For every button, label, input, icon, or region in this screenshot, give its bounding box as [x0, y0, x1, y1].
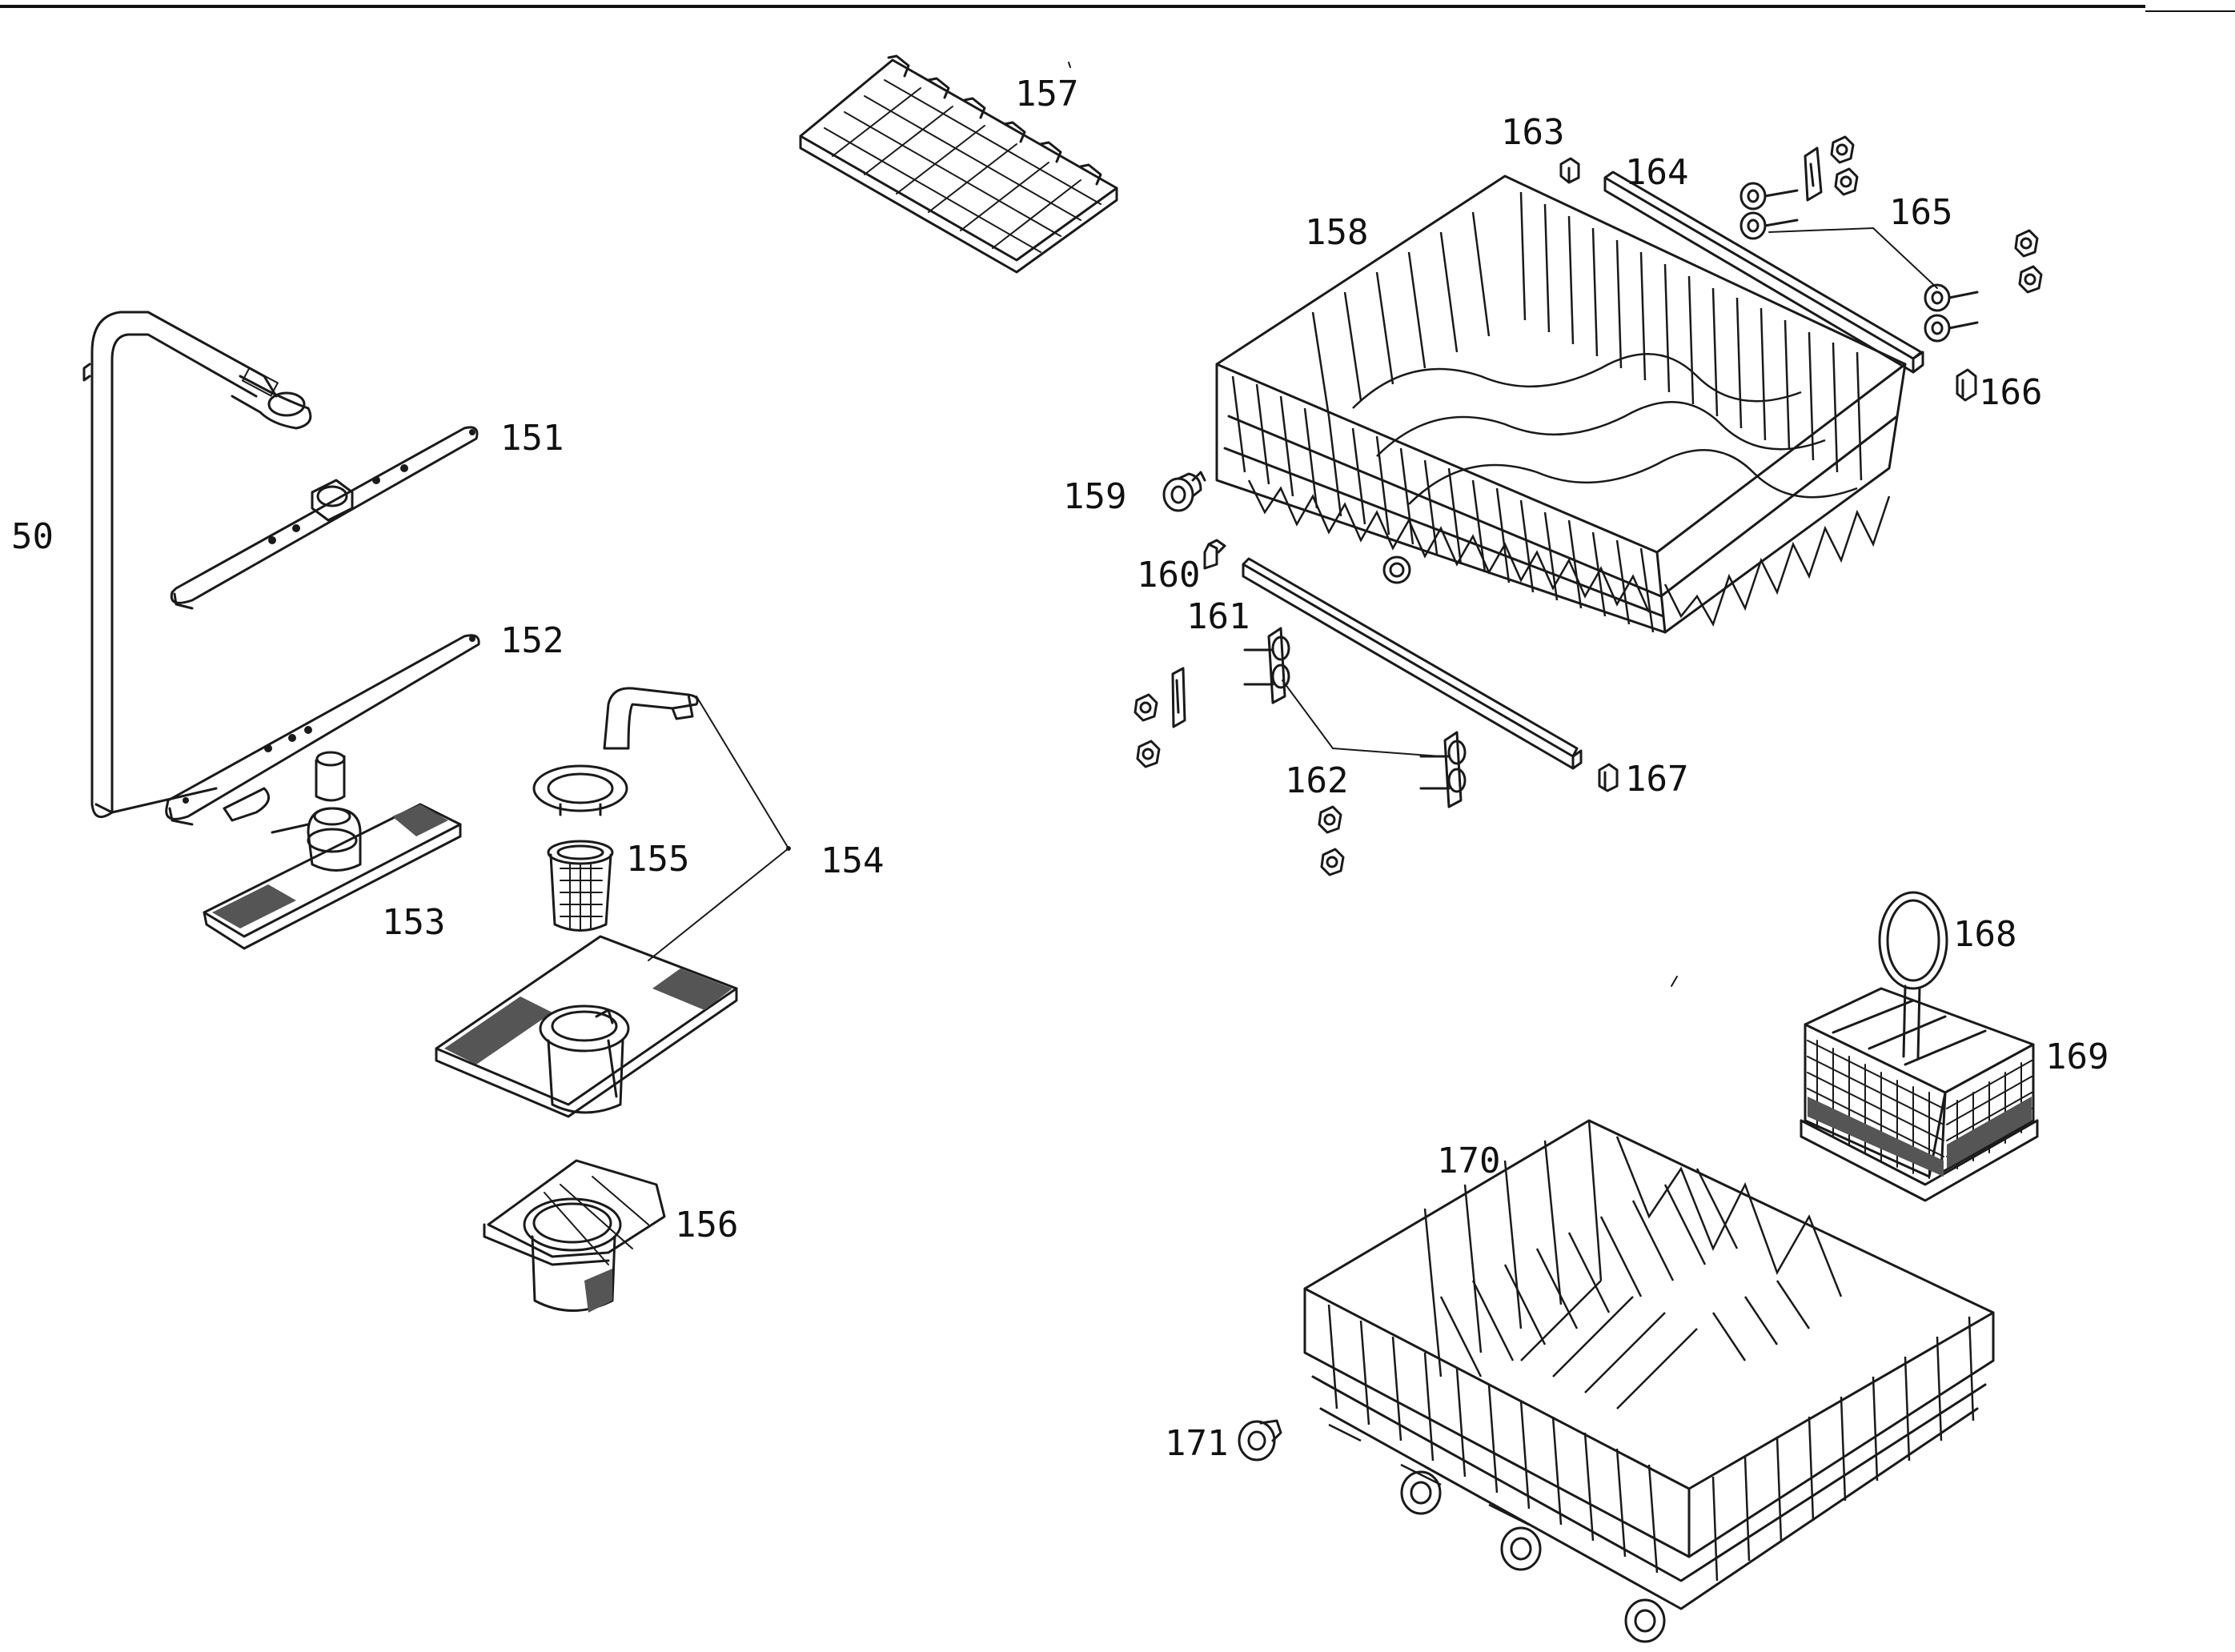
spray-arm-support-icon	[203, 803, 462, 950]
part-label-162: 162	[1285, 760, 1348, 801]
part-label-161: 161	[1186, 596, 1250, 637]
stray-mark	[1068, 62, 1071, 68]
filter-assembly-icon	[435, 687, 738, 1118]
part-label-164: 164	[1625, 152, 1688, 193]
part-label-168: 168	[1953, 914, 2016, 955]
rail-icon	[1242, 557, 1583, 770]
cutlery-basket-icon	[1800, 987, 2039, 1202]
micro-filter-icon	[547, 840, 614, 932]
clip-icon	[1203, 539, 1226, 570]
end-cap-icon	[1559, 157, 1580, 184]
wheel-icon	[1238, 1419, 1666, 1643]
end-stop-icon	[1598, 763, 1619, 792]
part-label-165: 165	[1889, 192, 1952, 233]
part-label-159: 159	[1063, 476, 1126, 517]
part-label-158: 158	[1305, 212, 1368, 253]
roller-icon	[1162, 471, 1206, 512]
part-label-50: 50	[11, 516, 54, 557]
roller-bracket-icon	[1134, 627, 1467, 876]
roller-bracket-icon	[1739, 135, 2043, 343]
part-label-152: 152	[500, 620, 564, 661]
part-label-153: 153	[382, 902, 445, 943]
part-label-169: 169	[2045, 1037, 2109, 1077]
end-stop-icon	[1956, 368, 1977, 402]
part-label-157: 157	[1015, 74, 1078, 114]
part-label-166: 166	[1979, 372, 2042, 413]
part-label-156: 156	[675, 1205, 738, 1245]
leader-lines	[648, 696, 791, 961]
part-label-160: 160	[1137, 555, 1200, 595]
lower-basket-icon	[1303, 1119, 1995, 1610]
lower-spray-arm-icon	[165, 634, 480, 826]
coarse-filter-icon	[483, 1159, 666, 1313]
rail-icon	[1603, 170, 1924, 374]
part-label-163: 163	[1501, 112, 1564, 153]
part-label-167: 167	[1625, 759, 1688, 800]
part-label-170: 170	[1437, 1141, 1500, 1181]
part-label-171: 171	[1165, 1423, 1228, 1464]
stray-mark	[1671, 976, 1678, 987]
upper-spray-arm-icon	[170, 426, 479, 610]
part-label-154: 154	[821, 840, 884, 881]
part-label-151: 151	[500, 418, 564, 459]
spray-arm-feed-tube-icon	[82, 311, 312, 819]
part-label-155: 155	[626, 839, 689, 880]
cup-rack-insert-icon	[799, 54, 1118, 274]
upper-basket-icon	[1215, 174, 1907, 634]
basket-handle-icon	[1878, 891, 1948, 1060]
